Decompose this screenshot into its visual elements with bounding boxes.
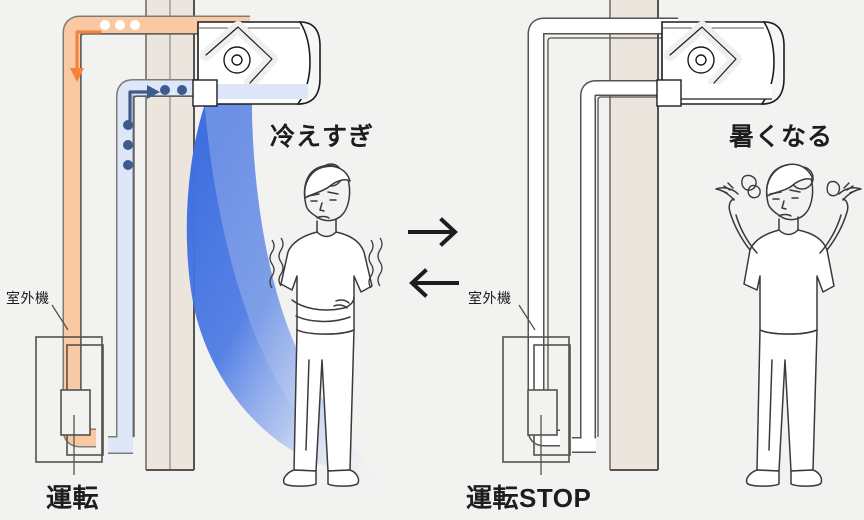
circle-dial-icon — [223, 46, 251, 74]
sweat-drop-icon — [741, 174, 757, 191]
person-left-hair — [303, 165, 351, 199]
cold-flow-arrow — [128, 90, 154, 130]
person-right-arm-l2 — [735, 214, 758, 254]
outdoor-unit-case-left — [35, 336, 103, 463]
person-right-pants-crease — [768, 359, 773, 451]
ac-nose-left — [296, 21, 321, 105]
ac-outlet-strip-right — [662, 84, 772, 99]
person-right-brow-r — [789, 189, 801, 193]
person-left-mouth — [316, 215, 330, 219]
pillar-right — [610, 0, 658, 470]
cold-pipe-inner-line-right — [597, 96, 678, 437]
person-right-mouth — [778, 213, 792, 217]
person-right-hair — [765, 163, 814, 197]
person-left-shoe-l — [282, 469, 317, 487]
compressor-left — [60, 389, 91, 436]
hot-flow-arrowhead — [70, 68, 84, 82]
arrow-left — [409, 268, 459, 298]
person-right-shoe-r — [790, 469, 823, 487]
circle-dial-icon-inner — [231, 54, 243, 66]
outdoor-unit-label-leader-left — [51, 304, 69, 331]
arrow-right — [408, 217, 458, 247]
person-right-neck — [778, 216, 799, 232]
shiver-lines-left — [269, 237, 383, 289]
house-chevron-icon-outline — [205, 26, 273, 84]
sweat-drop-icon — [826, 180, 841, 197]
person-right-shirt — [743, 229, 835, 335]
person-right-arm-r — [826, 198, 849, 251]
house-chevron-icon-outline — [669, 26, 737, 84]
person-right-hand-r — [838, 182, 862, 201]
outdoor-unit-label-right: 室外機 — [468, 290, 512, 306]
person-right-hand-l — [715, 182, 739, 201]
person-right-arm-r2 — [819, 214, 842, 254]
hot-flow-dot — [130, 20, 140, 30]
person-left-nose — [319, 202, 325, 212]
hot-flow-dot — [115, 20, 125, 30]
sweat-drop-icon — [747, 184, 761, 199]
cold-flow-dot — [123, 140, 133, 150]
person-left-head — [303, 164, 351, 222]
cold-flow-dot — [160, 85, 170, 95]
cold-flow-dot — [177, 85, 187, 95]
outdoor-unit-case-right — [502, 336, 570, 463]
person-left-pants-crease — [305, 359, 310, 451]
cold-pipe-fill — [108, 80, 215, 453]
cold-pipe-fill-right — [572, 81, 678, 452]
hot-pipe-inner-line-right — [547, 37, 678, 430]
circle-dial-icon — [687, 46, 715, 74]
outdoor-unit-label-leader-right — [518, 304, 536, 331]
wall-port-right — [656, 79, 682, 107]
cold-pipe-inner-line — [133, 95, 215, 437]
hot-pipe-fill — [64, 17, 250, 446]
wall-port-left — [192, 79, 218, 107]
cold-flow-dot — [123, 160, 133, 170]
person-left-neck — [316, 218, 337, 234]
sweat-drops-right — [741, 174, 841, 199]
compressor-right — [527, 389, 558, 436]
person-left-shoe-r — [327, 469, 360, 487]
cold-airflow — [186, 104, 372, 482]
caption-too-cold: 冷えすぎ — [270, 123, 375, 151]
hot-flow-dot — [100, 20, 110, 30]
hot-pipe-inner-line — [80, 33, 250, 430]
ac-outlet-strip-left — [198, 84, 308, 99]
person-left-arm-upper — [291, 296, 355, 311]
person-right-pants — [756, 329, 818, 472]
person-left-brow-l — [307, 193, 320, 197]
cold-flow-dot — [123, 120, 133, 130]
person-right-arm-l — [728, 198, 751, 251]
person-right-shoe-l — [745, 469, 780, 487]
hot-flow-arrow — [75, 30, 102, 77]
caption-gets-hot: 暑くなる — [729, 123, 834, 151]
caption-running: 運転 — [46, 483, 100, 513]
person-left-hand — [333, 299, 350, 309]
ac-nose-right — [760, 21, 785, 105]
outdoor-unit-label-left: 室外機 — [6, 290, 50, 306]
person-right-nose — [781, 200, 787, 210]
cold-airflow-wide — [205, 104, 383, 484]
cold-flow-arrowhead — [147, 85, 160, 99]
circle-dial-icon-inner — [695, 54, 707, 66]
person-left-brow-r — [327, 191, 339, 195]
caption-stopped: 運転STOP — [466, 483, 592, 513]
person-right-brow-l — [769, 191, 782, 195]
person-left-arm-lower — [295, 315, 351, 323]
